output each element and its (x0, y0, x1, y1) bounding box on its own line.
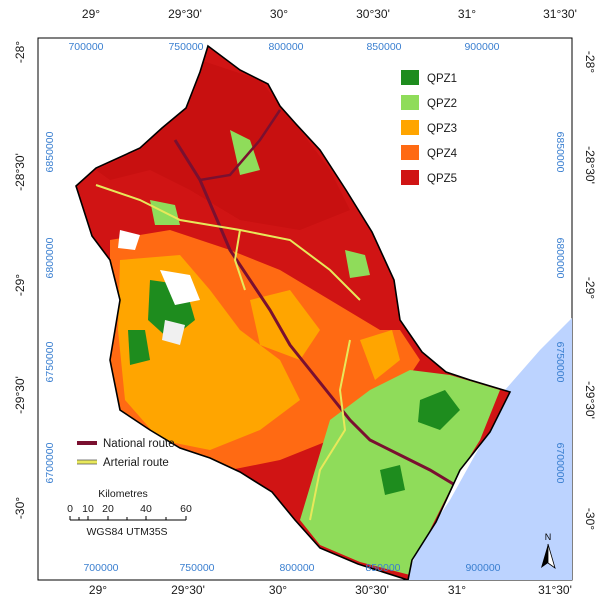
lon-label: 31° (458, 7, 476, 21)
national-route-line (173, 139, 461, 490)
easting-label: 700000 (83, 562, 118, 574)
lat-label: -28°30' (13, 153, 27, 191)
lon-label: 29°30' (171, 583, 205, 597)
ocean-area (405, 318, 572, 580)
lon-label: 29°30' (168, 7, 202, 21)
lon-label: 30° (269, 583, 287, 597)
lat-label: -29° (583, 277, 596, 299)
lat-label: -30° (583, 508, 596, 530)
left-northing-labels: 6850000 6800000 6750000 6700000 (44, 131, 56, 483)
legend-label: QPZ2 (427, 98, 457, 110)
easting-label: 850000 (366, 41, 401, 53)
legend-label: QPZ3 (427, 123, 457, 135)
lon-label: 29° (89, 583, 107, 597)
northing-label: 6700000 (554, 443, 566, 484)
scale-tick-label: 0 (67, 503, 73, 515)
lon-label: 30° (270, 7, 288, 21)
scale-tick-label: 40 (140, 503, 152, 515)
scale-tick-label: 60 (180, 503, 192, 515)
northing-label: 6850000 (554, 132, 566, 173)
north-arrow-icon: N (541, 532, 556, 569)
lat-label: -28° (583, 51, 596, 73)
lon-label: 31°30' (543, 7, 577, 21)
lat-label: -29°30' (13, 376, 27, 414)
easting-label: 900000 (465, 562, 500, 574)
legend-swatch-qpz4 (401, 145, 419, 160)
lat-label: -29°30' (583, 381, 596, 419)
lat-label: -30° (13, 497, 27, 519)
easting-label: 750000 (179, 562, 214, 574)
scale-bar: Kilometres 0 10 20 40 60 WGS84 UTM35S (67, 488, 192, 538)
legend-label: QPZ5 (427, 173, 457, 185)
easting-label: 700000 (68, 41, 103, 53)
northing-label: 6750000 (44, 341, 56, 382)
lon-label: 29° (82, 7, 100, 21)
northing-label: 6800000 (554, 238, 566, 279)
scale-title: Kilometres (98, 488, 148, 500)
northing-label: 6800000 (44, 237, 56, 278)
legend-swatch-qpz1 (401, 70, 419, 85)
easting-label: 900000 (464, 41, 499, 53)
legend-label: QPZ1 (427, 73, 457, 85)
bottom-longitude-labels: 29° 29°30' 30° 30°30' 31° 31°30' (89, 583, 572, 597)
zone-legend: QPZ1 QPZ2 QPZ3 QPZ4 QPZ5 (401, 70, 458, 185)
easting-label: 800000 (268, 41, 303, 53)
legend-swatch-qpz5 (401, 170, 419, 185)
route-legend: National route Arterial route (77, 438, 175, 469)
right-latitude-labels: -28° -28°30' -29° -29°30' -30° (583, 51, 596, 530)
left-latitude-labels: -28° -28°30' -29° -29°30' -30° (13, 41, 27, 519)
legend-swatch-qpz3 (401, 120, 419, 135)
right-northing-labels: 6850000 6800000 6750000 6700000 (554, 132, 566, 484)
region-boundary (75, 44, 512, 580)
northing-label: 6750000 (554, 342, 566, 383)
top-easting-labels: 700000 750000 800000 850000 900000 (68, 41, 499, 53)
lat-label: -28°30' (583, 146, 596, 184)
northing-label: 6700000 (44, 442, 56, 483)
northing-label: 6850000 (44, 131, 56, 172)
lon-label: 31° (448, 583, 466, 597)
lat-label: -28° (13, 41, 27, 63)
legend-label: QPZ4 (427, 148, 458, 160)
top-longitude-labels: 29° 29°30' 30° 30°30' 31° 31°30' (82, 7, 577, 21)
north-label: N (545, 532, 552, 542)
easting-label: 750000 (168, 41, 203, 53)
lon-label: 30°30' (355, 583, 389, 597)
lat-label: -29° (13, 274, 27, 296)
easting-label: 800000 (279, 562, 314, 574)
scale-crs: WGS84 UTM35S (86, 526, 167, 538)
scale-tick-label: 20 (102, 503, 114, 515)
lon-label: 31°30' (538, 583, 572, 597)
legend-swatch-qpz2 (401, 95, 419, 110)
bottom-easting-labels: 700000 750000 800000 850000 900000 (83, 562, 500, 574)
legend-label: Arterial route (103, 457, 169, 469)
legend-label: National route (103, 438, 175, 450)
lon-label: 30°30' (356, 7, 390, 21)
easting-label: 850000 (365, 562, 400, 574)
scale-tick-label: 10 (82, 503, 94, 515)
